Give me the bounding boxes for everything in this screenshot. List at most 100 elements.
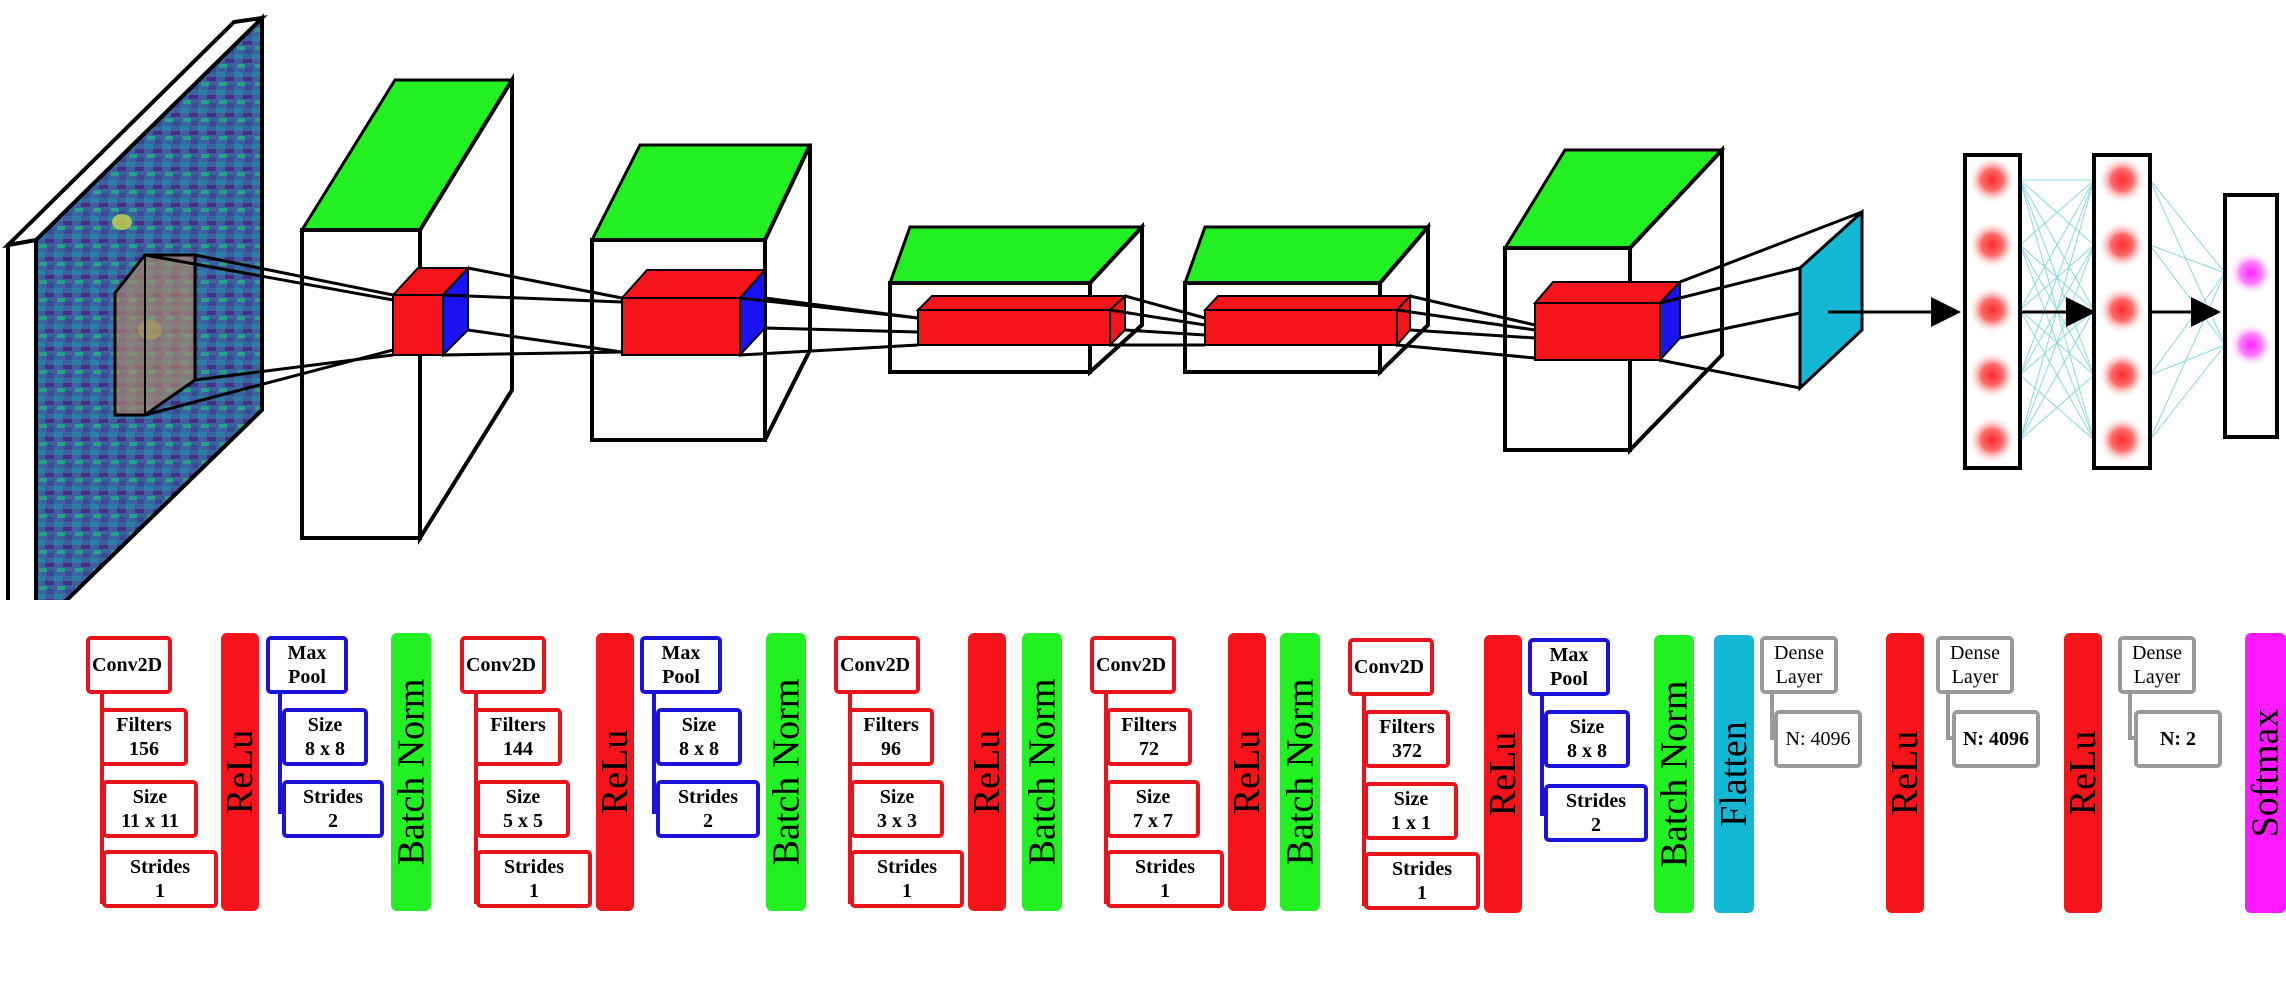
size-value-4: 7 x 7	[1133, 810, 1173, 832]
dense-n-card-2: N: 4096	[1952, 710, 2040, 768]
size-label-2: Size	[505, 786, 541, 808]
batchnorm-label-3: Batch Norm	[1021, 678, 1064, 866]
maxpool-line2-2: Pool	[662, 666, 700, 688]
size-card-3: Size 3 x 3	[850, 780, 944, 838]
projection-lines-4	[1109, 294, 1206, 347]
relu-label-7: ReLu	[2062, 730, 2104, 816]
relu-bar-7: ReLu	[2062, 633, 2104, 913]
maxpool-card-2: Max Pool	[640, 636, 722, 694]
pool-strides-card-5: Strides 2	[1544, 784, 1648, 842]
conv2d-label-3: Conv2D	[840, 654, 911, 676]
size-value-2: 5 x 5	[503, 810, 543, 832]
conv2d-card-2: Conv2D	[460, 636, 546, 694]
maxpool-line1-1: Max	[287, 642, 327, 664]
maxpool-card-1: Max Pool	[266, 636, 348, 694]
relu-label-6: ReLu	[1884, 730, 1926, 816]
strides-value-4: 1	[1160, 880, 1170, 902]
dense-line2-2: Layer	[1951, 666, 1999, 688]
pool-size-value-5: 8 x 8	[1567, 740, 1607, 762]
batchnorm-bar-4: Batch Norm	[1279, 633, 1321, 911]
filters-card-1: Filters 156	[100, 708, 188, 766]
pool-strides-value-5: 2	[1591, 814, 1601, 836]
filters-value-5: 372	[1392, 740, 1422, 762]
relu-bar-1: ReLu	[219, 633, 261, 911]
strides-card-1: Strides 1	[102, 850, 218, 908]
kernel-cube-1	[390, 265, 471, 358]
filters-card-4: Filters 72	[1106, 708, 1192, 766]
relu-bar-5: ReLu	[1482, 635, 1524, 913]
kernel-cube-2	[619, 267, 768, 358]
dense-card-2: Dense Layer	[1936, 636, 2014, 694]
size-label-5: Size	[1393, 788, 1429, 810]
strides-value-2: 1	[529, 880, 539, 902]
maxpool-line2-1: Pool	[288, 666, 326, 688]
maxpool-line2-5: Pool	[1550, 668, 1588, 690]
filters-label-3: Filters	[863, 714, 919, 736]
strides-card-5: Strides 1	[1364, 852, 1480, 910]
strides-card-4: Strides 1	[1106, 850, 1224, 908]
projection-lines-2	[442, 266, 623, 357]
pool-size-card-2: Size 8 x 8	[656, 708, 742, 766]
dense-line1-3: Dense	[2132, 642, 2182, 664]
batchnorm-bar-3: Batch Norm	[1021, 633, 1064, 911]
pool-strides-label-2: Strides	[678, 786, 738, 808]
conv2d-card-3: Conv2D	[834, 636, 920, 694]
relu-bar-6: ReLu	[1884, 633, 1926, 913]
filters-label-2: Filters	[490, 714, 546, 736]
flatten-plane	[1798, 208, 1864, 392]
size-label-4: Size	[1135, 786, 1171, 808]
output-column	[2223, 193, 2279, 439]
conv2d-label-5: Conv2D	[1354, 656, 1425, 678]
pool-strides-label-5: Strides	[1566, 790, 1626, 812]
dense-n-card-3: N: 2	[2134, 710, 2222, 768]
projection-lines-1	[144, 253, 394, 417]
input-image	[2, 13, 268, 600]
strides-card-3: Strides 1	[850, 850, 964, 908]
conv2d-label-1: Conv2D	[92, 654, 163, 676]
dense-line1-2: Dense	[1950, 642, 2000, 664]
flatten-label: Flatten	[1713, 721, 1756, 827]
relu-label-2: ReLu	[594, 729, 636, 815]
filters-card-3: Filters 96	[848, 708, 934, 766]
dense-connector-2	[1946, 694, 1954, 740]
dense-column-2	[2092, 153, 2152, 470]
size-label-3: Size	[879, 786, 915, 808]
relu-label-4: ReLu	[1226, 729, 1268, 815]
filters-value-4: 72	[1139, 738, 1159, 760]
projection-lines-5	[1396, 294, 1536, 360]
relu-label-5: ReLu	[1482, 731, 1524, 817]
dense-line2-3: Layer	[2133, 666, 2181, 688]
pool-size-card-1: Size 8 x 8	[282, 708, 368, 766]
filters-value-1: 156	[129, 738, 159, 760]
pool-strides-value-2: 2	[703, 810, 713, 832]
size-card-1: Size 11 x 11	[102, 780, 198, 838]
pool-size-label-2: Size	[681, 714, 717, 736]
relu-bar-4: ReLu	[1226, 633, 1268, 911]
size-value-5: 1 x 1	[1391, 812, 1431, 834]
pool-strides-card-2: Strides 2	[656, 780, 760, 838]
strides-label-3: Strides	[877, 856, 937, 878]
dense-n-value-3: N: 2	[2159, 728, 2197, 750]
kernel-cube-3	[915, 293, 1128, 348]
size-card-4: Size 7 x 7	[1106, 780, 1200, 838]
filters-card-2: Filters 144	[474, 708, 562, 766]
filters-card-5: Filters 372	[1364, 710, 1450, 768]
size-card-5: Size 1 x 1	[1364, 782, 1458, 840]
batchnorm-bar-5: Batch Norm	[1653, 635, 1696, 913]
projection-lines-3	[739, 296, 919, 357]
pool-strides-card-1: Strides 2	[282, 780, 384, 838]
batchnorm-label-5: Batch Norm	[1653, 680, 1696, 868]
maxpool-line1-5: Max	[1549, 644, 1589, 666]
conv2d-card-5: Conv2D	[1348, 638, 1434, 696]
dense-line1-1: Dense	[1774, 642, 1824, 664]
conv2d-label-2: Conv2D	[466, 654, 537, 676]
pool-strides-label-1: Strides	[303, 786, 363, 808]
filters-label-5: Filters	[1379, 716, 1435, 738]
size-value-1: 11 x 11	[121, 810, 179, 832]
relu-bar-2: ReLu	[594, 633, 636, 911]
relu-bar-3: ReLu	[966, 633, 1008, 911]
strides-card-2: Strides 1	[476, 850, 592, 908]
strides-value-5: 1	[1417, 882, 1427, 904]
dense-n-value-2: N: 4096	[1962, 728, 2030, 750]
filters-label-1: Filters	[116, 714, 172, 736]
